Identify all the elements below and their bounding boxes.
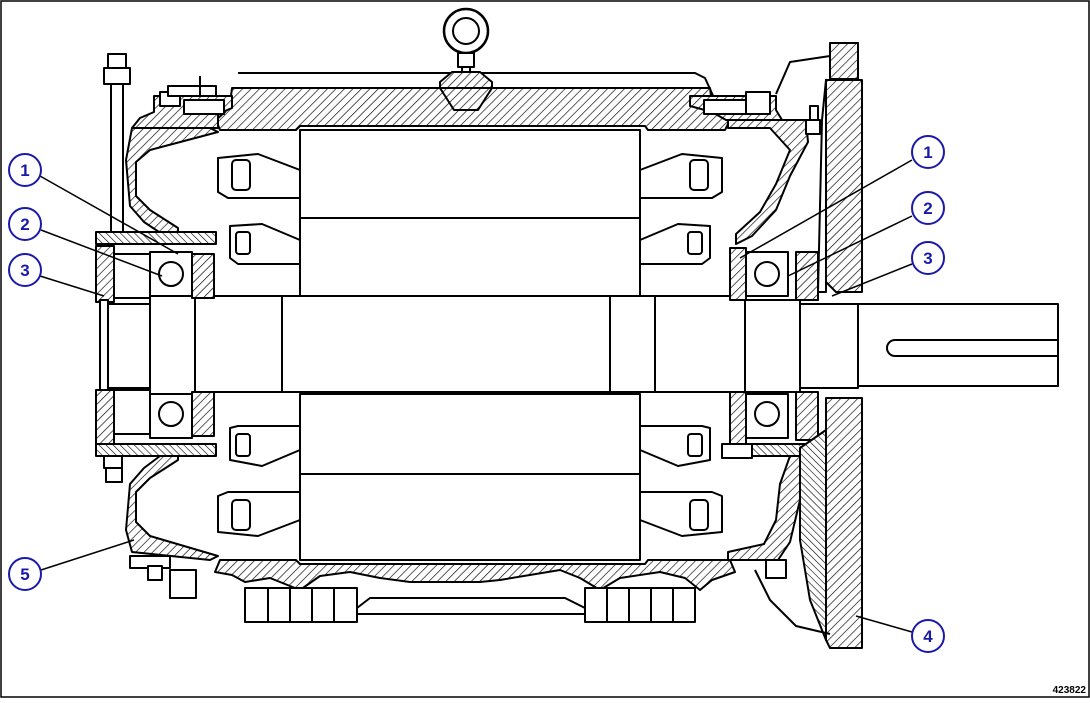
cooling-fins [244,587,696,623]
callout-2-left: 2 [8,207,42,241]
callout-5-left: 5 [8,557,42,591]
svg-text:3: 3 [20,261,29,280]
left-bearing-housing [95,231,217,457]
shaft [99,295,1059,397]
end-winding-right-top [639,153,723,265]
svg-text:1: 1 [20,161,29,180]
left-tie-rod [103,53,131,483]
svg-text:2: 2 [923,199,932,218]
callouts: 1 2 3 5 1 2 3 4 [8,135,945,653]
frame-bottom-hatched [214,559,736,591]
end-winding-right-bottom [639,425,723,537]
left-end-shield [125,127,219,239]
callout-3-left: 3 [8,253,42,287]
callout-2-right: 2 [911,191,945,225]
right-end-shield [727,119,809,245]
svg-text:4: 4 [923,627,933,646]
callout-3-right: 3 [911,241,945,275]
callout-1-right: 1 [911,135,945,169]
svg-text:1: 1 [923,143,932,162]
mounting-flange [775,42,863,649]
right-bearing [745,251,789,439]
drawing-id: 423822 [1053,685,1087,696]
leader-lines [39,159,913,633]
svg-text:2: 2 [20,215,29,234]
callout-1-left: 1 [8,153,42,187]
svg-text:3: 3 [923,249,932,268]
end-winding-left-bottom [217,425,301,537]
svg-text:5: 5 [20,565,29,584]
callout-4-right: 4 [911,619,945,653]
shaft-keyway [886,339,1058,357]
end-winding-left-top [217,153,301,265]
